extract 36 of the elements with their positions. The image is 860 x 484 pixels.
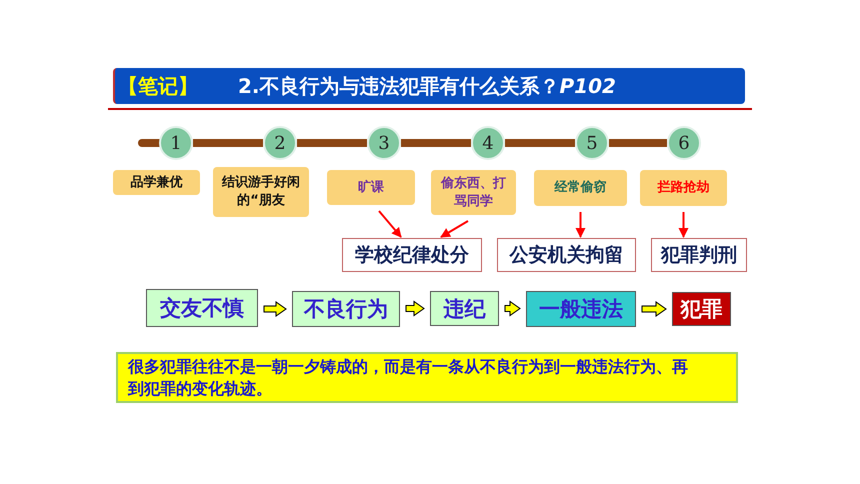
stage-box: 犯罪	[672, 292, 731, 326]
behavior-card: 旷课	[327, 170, 415, 205]
behavior-card: 结识游手好闲的“朋友	[213, 167, 309, 217]
behavior-card: 拦路抢劫	[640, 170, 727, 206]
result-box: 学校纪律处分	[342, 238, 482, 272]
arrow	[678, 212, 688, 238]
step-circle: 5	[575, 126, 609, 160]
title: 2.不良行为与违法犯罪有什么关系？P102	[238, 73, 616, 99]
arrow	[440, 220, 468, 238]
arrow	[406, 300, 425, 316]
stage-box: 一般违法	[526, 291, 636, 327]
timeline-bar	[297, 139, 367, 147]
stage-box: 违纪	[430, 291, 499, 326]
timeline-bar	[505, 139, 575, 147]
behavior-card: 经常偷窃	[534, 170, 627, 206]
stage-box: 不良行为	[292, 291, 400, 327]
timeline-bar	[609, 139, 667, 147]
timeline-bar	[193, 139, 263, 147]
stage-box: 交友不慎	[146, 289, 258, 327]
arrow	[576, 212, 586, 238]
timeline-bar	[401, 139, 471, 147]
arrow	[642, 301, 667, 317]
behavior-card: 偷东西、打骂同学	[431, 170, 516, 215]
step-circle: 4	[471, 126, 505, 160]
result-box: 犯罪判刑	[651, 238, 747, 272]
behavior-card: 品学兼优	[113, 170, 200, 195]
step-circle: 6	[667, 126, 701, 160]
step-circle: 1	[159, 126, 193, 160]
note-tag: 【笔记】	[118, 73, 198, 99]
note-box: 很多犯罪往往不是一朝一夕铸成的，而是有一条从不良行为到一般违法行为、再到犯罪的变化轨迹。	[116, 352, 738, 403]
arrow	[378, 210, 402, 238]
arrow	[504, 300, 521, 316]
result-box: 公安机关拘留	[497, 238, 636, 272]
step-circle: 2	[263, 126, 297, 160]
arrow	[264, 301, 287, 317]
step-circle: 3	[367, 126, 401, 160]
